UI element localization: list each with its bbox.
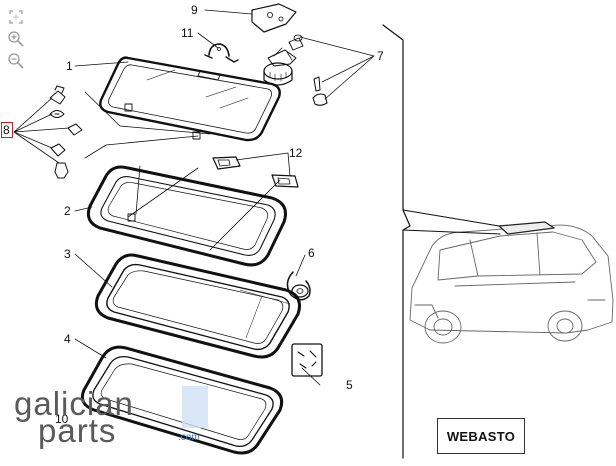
part-11-bracket[interactable] [204,43,239,63]
part-8-fixing-clips[interactable] [49,85,83,179]
part-4-outer-frame[interactable] [80,345,284,455]
part-1-glass-panel[interactable] [99,56,281,142]
zoom-in-icon [8,31,24,47]
callout-10[interactable]: 10 [55,412,69,426]
watermark-domain: .com [178,432,200,443]
assembly-bracket [382,24,411,459]
brand-label: WEBASTO [446,428,516,444]
part-7-crank-assembly[interactable] [263,34,328,106]
zoom-out-icon [8,53,24,69]
callout-9[interactable]: 9 [191,3,198,17]
callout-11[interactable]: 11 [181,26,194,40]
zoom-out-button[interactable] [5,51,27,71]
part-12-hinge-clips[interactable] [212,156,299,188]
callout-7[interactable]: 7 [377,49,384,63]
part-6-grommet[interactable] [286,271,311,301]
fullscreen-button[interactable] [5,7,27,27]
brand-label-box: WEBASTO [437,418,525,454]
part-3-seal[interactable] [94,253,301,359]
fullscreen-icon [9,10,23,24]
callout-4[interactable]: 4 [64,332,71,346]
part-2-inner-frame[interactable] [86,165,287,267]
callout-12[interactable]: 12 [289,146,303,160]
viewer-toolbar [5,7,29,73]
callout-6[interactable]: 6 [308,246,315,260]
callout-5[interactable]: 5 [346,378,353,392]
callout-8: 8 [3,123,10,137]
callout-8-highlight[interactable]: 8 [1,122,13,138]
part-9-top-plate[interactable] [251,3,297,33]
watermark-line1: galician [14,385,134,422]
vehicle-outline [409,221,614,344]
callout-1[interactable]: 1 [66,59,73,73]
leader-lines [13,9,375,386]
callout-3[interactable]: 3 [64,247,71,261]
zoom-in-button[interactable] [5,29,27,49]
watermark-line2: parts [38,412,117,449]
part-5-fastener-pack[interactable] [291,343,323,377]
callout-2[interactable]: 2 [64,204,71,218]
assembly-pointer-lines [402,209,501,235]
